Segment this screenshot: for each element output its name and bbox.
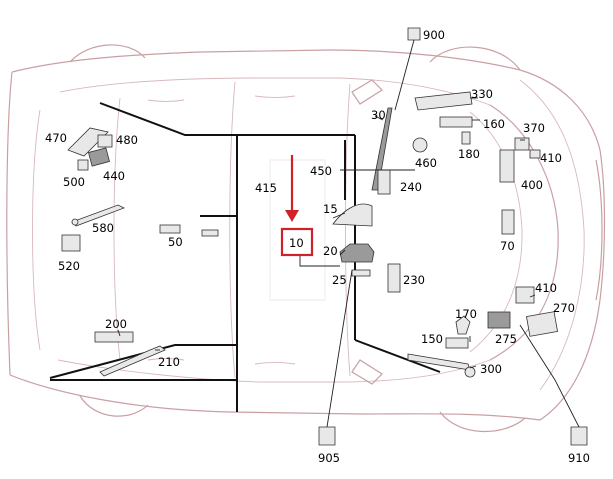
callout-330: 400 — [521, 178, 543, 192]
part-230 — [387, 263, 401, 293]
callout-410: 410 — [540, 151, 562, 165]
car-body-outline — [6, 44, 606, 433]
callout-520: 580 — [92, 221, 114, 235]
part-15 — [332, 203, 373, 227]
part-410 — [529, 149, 541, 159]
callout-370: 410 — [535, 281, 557, 295]
callout-440: 440 — [103, 169, 125, 183]
part-370 — [515, 286, 535, 304]
callout-150: 150 — [421, 332, 443, 346]
connector-905 — [318, 426, 336, 446]
callout-30: 30 — [371, 108, 386, 122]
callout-50: 50 — [168, 235, 183, 249]
callout-180: 180 — [458, 147, 480, 161]
connector-900 — [407, 27, 421, 41]
part-180 — [461, 131, 471, 145]
part-275 — [487, 311, 511, 329]
callout-910: 910 — [568, 451, 590, 465]
part-25 — [351, 269, 371, 277]
callout-230: 230 — [403, 273, 425, 287]
callout-415: 450 — [310, 164, 332, 178]
part-50 — [159, 224, 181, 234]
part-170 — [455, 315, 471, 335]
part-240 — [377, 169, 391, 195]
callout-25: 25 — [332, 273, 347, 287]
connectors — [318, 27, 588, 446]
callout-240: 240 — [400, 180, 422, 194]
callout-20: 20 — [323, 244, 338, 258]
callout-470: 480 — [116, 133, 138, 147]
part-500 — [61, 234, 81, 252]
highlight-box-10 — [280, 227, 314, 257]
highlight-marker — [280, 155, 314, 257]
callout-300: 300 — [480, 362, 502, 376]
callout-15: 15 — [323, 202, 338, 216]
part-20 — [339, 243, 375, 263]
callout-10: 10 — [289, 236, 304, 250]
part-210 — [99, 345, 166, 377]
part-160 — [439, 116, 473, 128]
callout-460: 470 — [45, 131, 67, 145]
part-440 — [88, 147, 110, 167]
part-480 — [77, 159, 89, 171]
part-320 — [514, 137, 530, 151]
callout-270: 270 — [553, 301, 575, 315]
callout-310: 330 — [471, 87, 493, 101]
part-450 — [412, 137, 428, 153]
part-470 — [97, 134, 113, 148]
callout-200: 200 — [105, 317, 127, 331]
part-30 — [371, 107, 393, 191]
callout-905: 905 — [318, 451, 340, 465]
part-150 — [445, 337, 469, 349]
part-330 — [499, 149, 515, 183]
part-270 — [526, 311, 558, 337]
callout-480: 500 — [63, 175, 85, 189]
callout-500: 520 — [58, 259, 80, 273]
callout-275: 275 — [495, 332, 517, 346]
callout-70: 70 — [500, 239, 515, 253]
callout-400: 415 — [255, 181, 277, 195]
callout-450: 460 — [415, 156, 437, 170]
callout-labels: 900 330 30 160 370 180 460 410 450 400 2… — [45, 28, 590, 465]
wiring-trunk — [49, 102, 441, 412]
part-70 — [501, 209, 515, 235]
part-200 — [94, 331, 134, 343]
callout-170: 170 — [455, 307, 477, 321]
part-310 — [414, 91, 473, 111]
callout-900: 900 — [423, 28, 445, 42]
connector-910 — [570, 426, 588, 446]
part-300 — [407, 353, 471, 371]
components — [61, 91, 558, 378]
callout-320: 370 — [523, 121, 545, 135]
leader-lines — [117, 39, 580, 428]
callout-160: 160 — [483, 117, 505, 131]
callout-210: 210 — [158, 355, 180, 369]
